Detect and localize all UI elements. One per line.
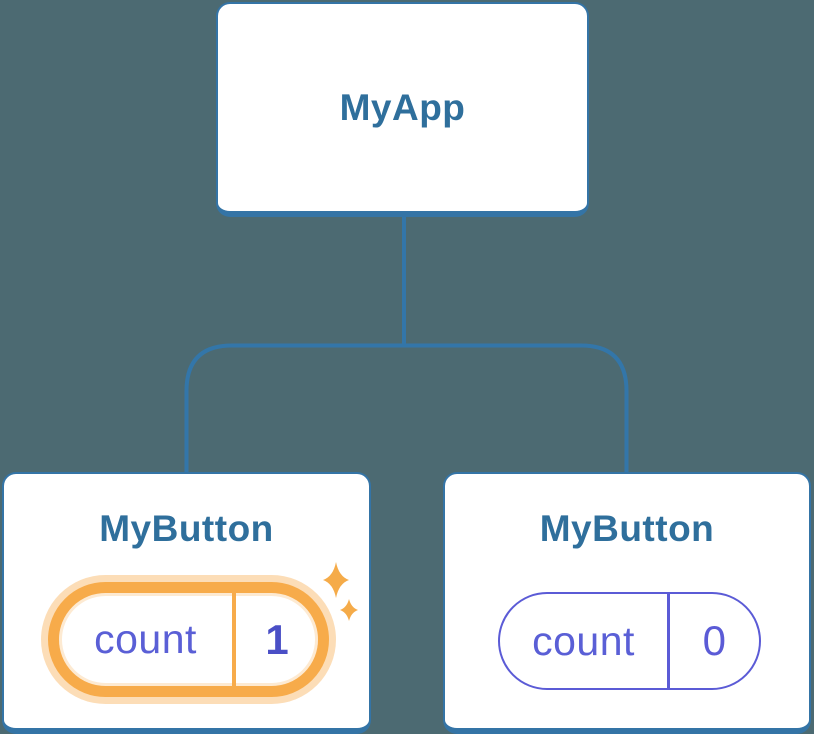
state-pill-highlighted: count 1 [48, 582, 329, 697]
state-label-cell: count [500, 594, 667, 688]
node-mybutton-plain: MyButton count 0 [443, 472, 811, 734]
state-label-cell: count [59, 593, 232, 686]
state-value-cell: 0 [670, 594, 760, 688]
state-pill-plain: count 0 [498, 592, 761, 690]
node-myapp-title: MyApp [339, 86, 466, 128]
node-myapp: MyApp [216, 2, 589, 217]
pill-divider [667, 594, 670, 688]
node-mybutton-title: MyButton [539, 508, 715, 549]
state-value: 1 [265, 615, 289, 663]
node-mybutton-highlighted: MyButton count 1 [2, 472, 371, 734]
state-label: count [94, 616, 197, 662]
state-label: count [532, 617, 635, 664]
node-mybutton-title: MyButton [99, 508, 274, 549]
state-value: 0 [702, 617, 726, 664]
state-value-cell: 1 [236, 593, 318, 686]
pill-divider [232, 593, 236, 686]
